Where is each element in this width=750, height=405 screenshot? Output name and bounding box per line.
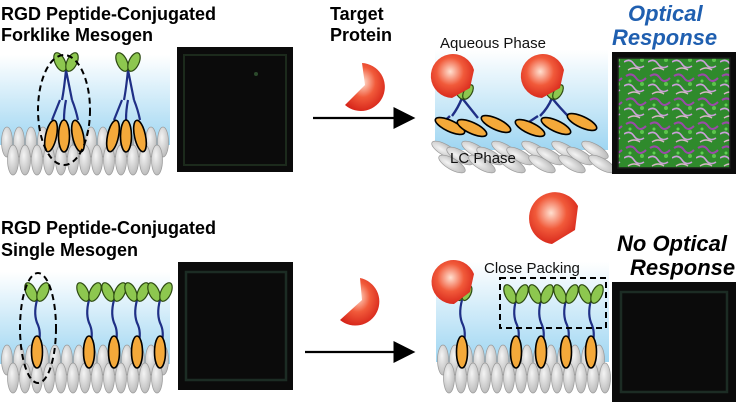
no-optical-response-line1: No Optical (617, 231, 728, 256)
top-arrow-label-line1: Target (330, 4, 384, 24)
top-title-line1: RGD Peptide-Conjugated (1, 4, 216, 24)
top-left-interface-panel (0, 52, 170, 176)
top-title-line2: Forklike Mesogen (1, 25, 154, 45)
top-bright-micrograph (612, 52, 736, 174)
optical-response-line1: Optical (628, 1, 703, 26)
close-packing-box (499, 277, 607, 329)
bottom-title-line1: RGD Peptide-Conjugated (1, 218, 216, 238)
lc-phase-label: LC Phase (450, 150, 516, 167)
aqueous-phase-label: Aqueous Phase (440, 35, 546, 52)
no-optical-response-line2: Response (630, 255, 736, 280)
bottom-title-line2: Single Mesogen (1, 240, 139, 260)
bound-protein-icon (431, 260, 474, 305)
top-right-interface-panel (430, 50, 616, 174)
top-protein-icon (345, 63, 385, 111)
top-arrow-label-line2: Protein (330, 25, 393, 45)
optical-response-line2: Response (612, 25, 718, 50)
bound-mesogen-1 (430, 54, 512, 138)
bottom-left-interface-panel (0, 272, 173, 394)
dashed-outline (19, 272, 57, 384)
bottom-protein-icon (340, 278, 380, 326)
forklike-mesogen-1 (37, 52, 91, 166)
top-dark-micrograph (177, 47, 293, 172)
bottom-dark-micrograph (178, 262, 293, 390)
bottom-right-dark-micrograph (612, 282, 736, 402)
dashed-outline (37, 54, 91, 166)
forklike-mesogen-2 (105, 52, 148, 153)
close-packing-label: Close Packing (484, 260, 580, 277)
bound-mesogen-2 (514, 54, 598, 138)
bottom-right-interface-panel (431, 260, 611, 394)
floating-protein-icon (529, 192, 578, 244)
